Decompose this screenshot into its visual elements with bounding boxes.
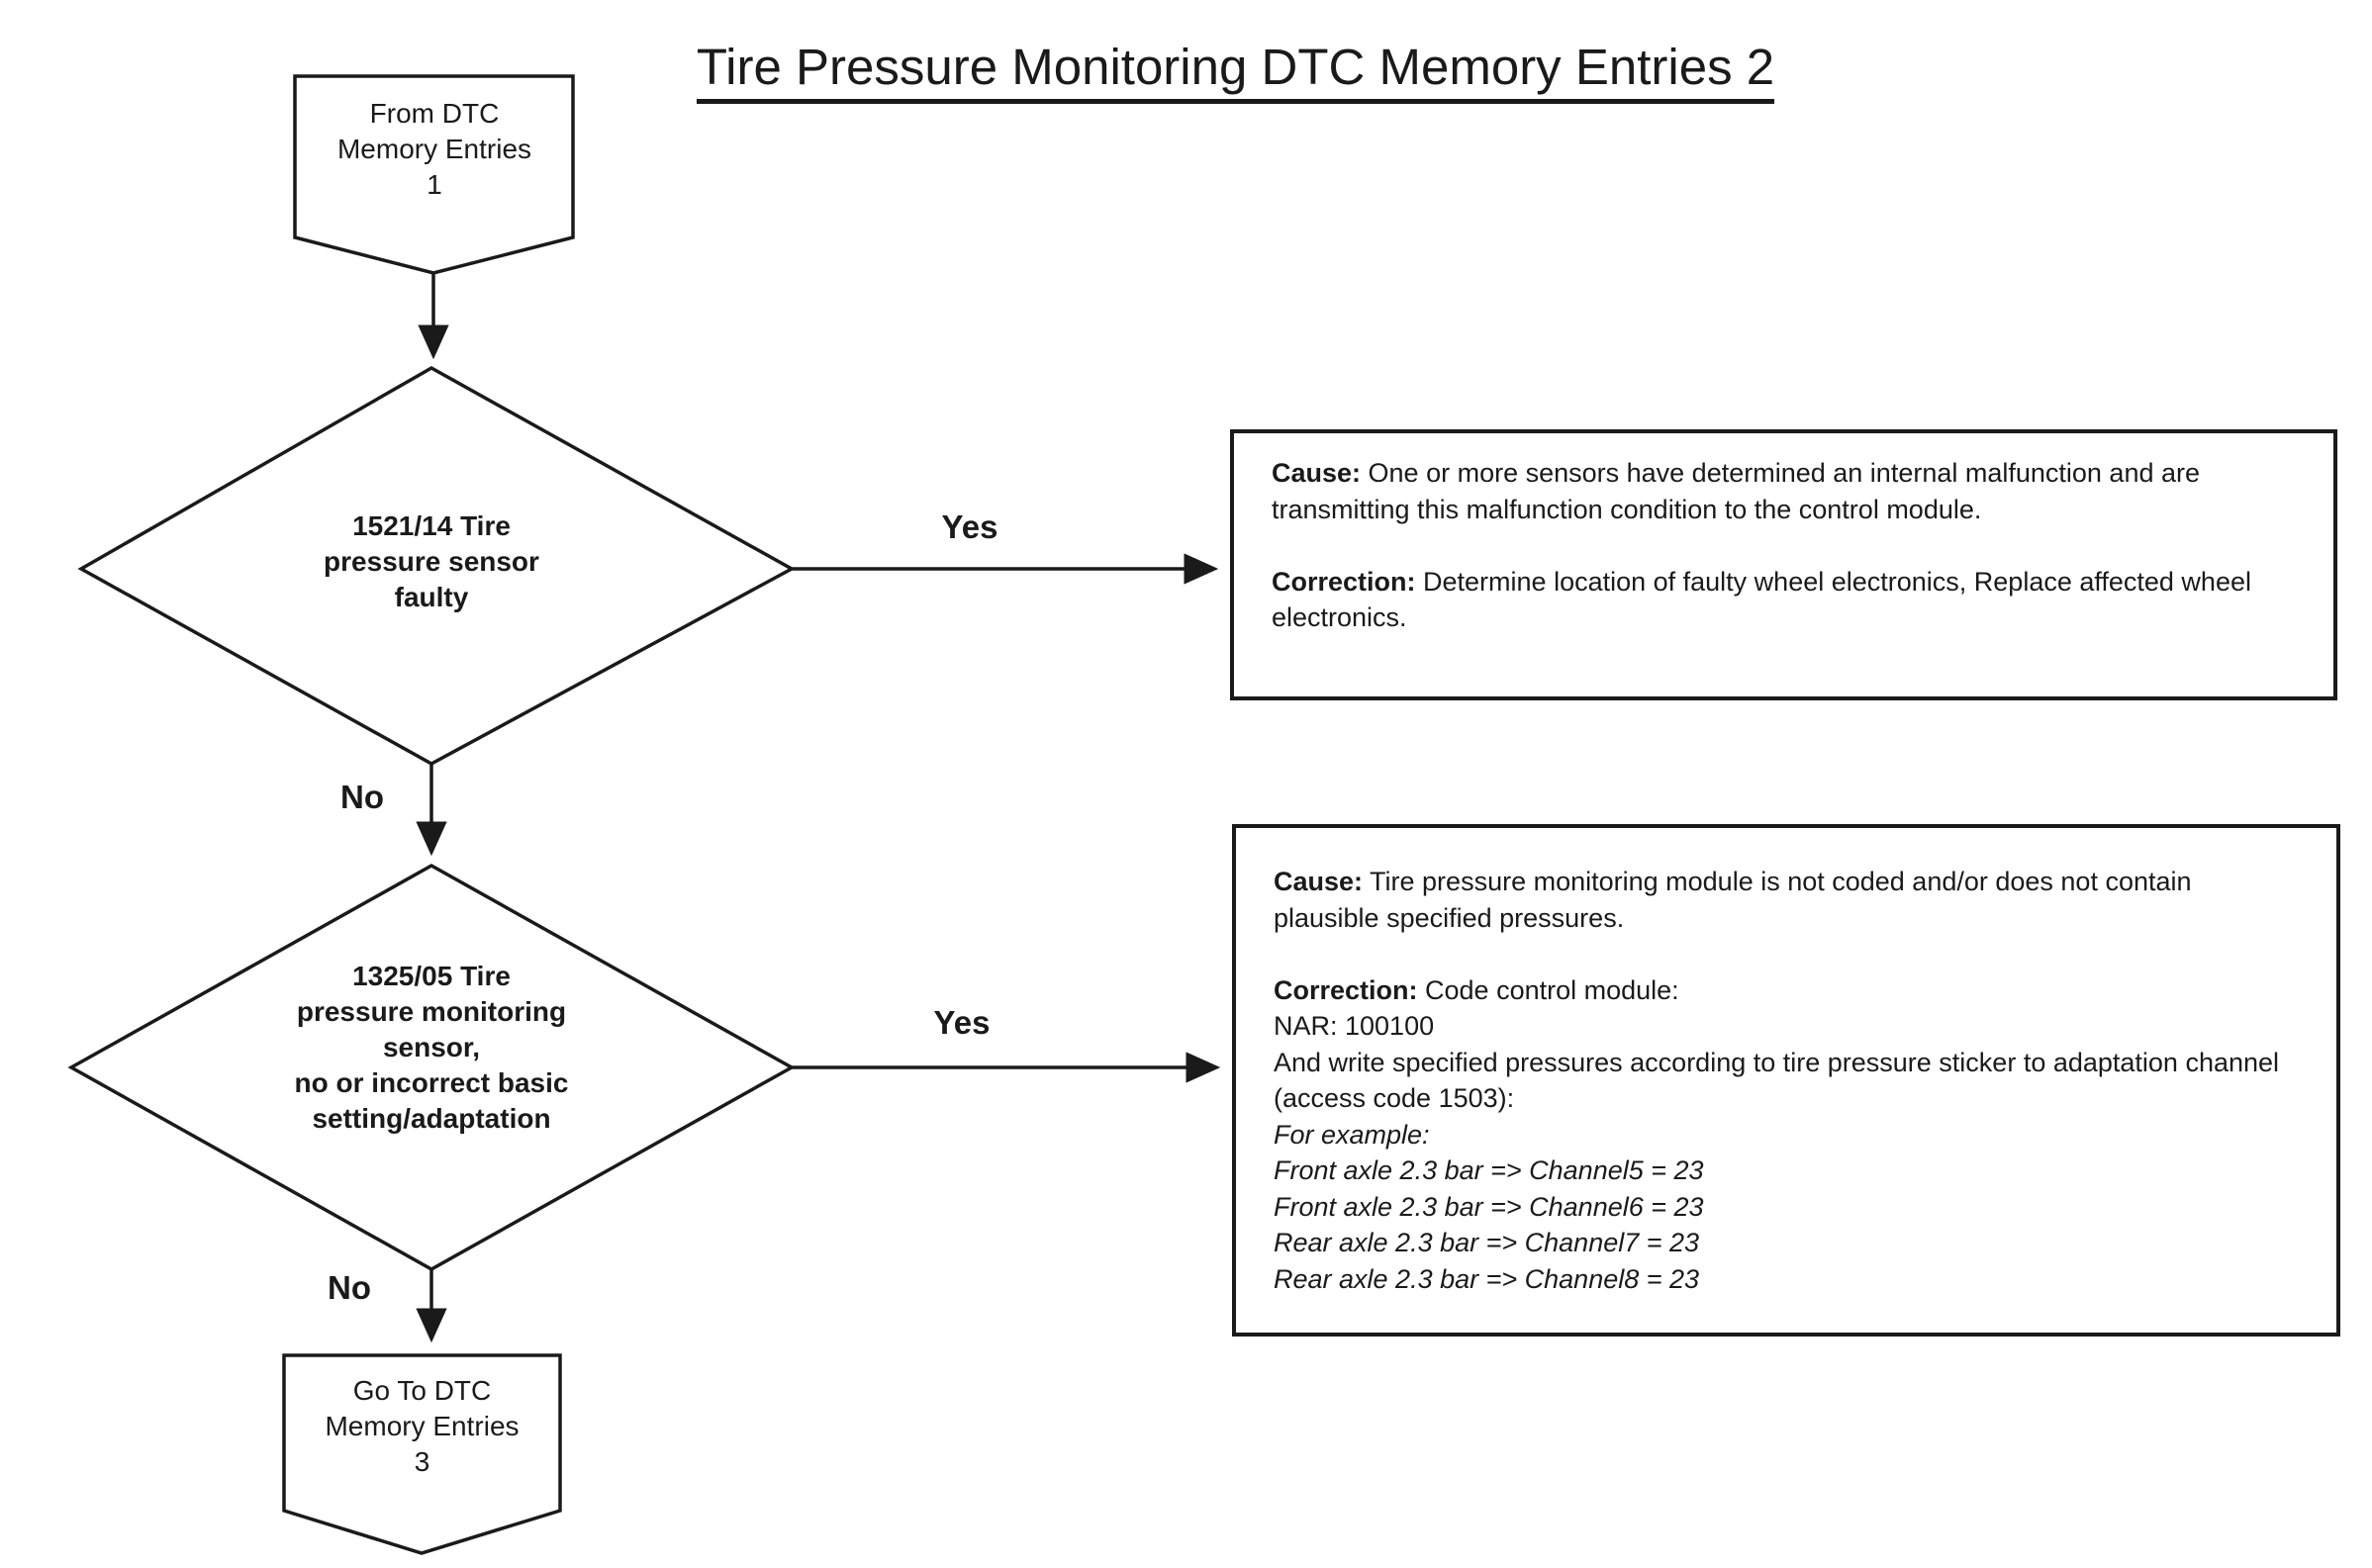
box1-correction-text: Determine location of faulty wheel elect…	[1272, 566, 2251, 633]
edge-label-no-2: No	[328, 1269, 371, 1306]
box2-correction-text: Code control module:	[1417, 974, 1679, 1005]
box2-example-line: Rear axle 2.3 bar => Channel7 = 23	[1274, 1228, 1700, 1257]
box2-write-line: And write specified pressures according …	[1274, 1047, 2280, 1114]
decision2-label: 1325/05 Tire pressure monitoring sensor,…	[294, 961, 569, 1134]
box1-cause-text: One or more sensors have determined an i…	[1272, 458, 2200, 524]
end-node-shape	[282, 1353, 562, 1555]
info-box1-content: Cause: One or more sensors have determin…	[1234, 433, 2333, 636]
box2-cause-label: Cause:	[1274, 867, 1364, 896]
box1-cause-label: Cause:	[1272, 458, 1362, 488]
box1-correction: Correction: Determine location of faulty…	[1272, 564, 2296, 636]
box2-cause-text: Tire pressure monitoring module is not c…	[1274, 867, 2192, 933]
start-node-label: From DTC Memory Entries 1	[336, 98, 532, 200]
box2-example-line: Front axle 2.3 bar => Channel6 = 23	[1274, 1191, 1704, 1222]
info-box-sensor-faulty: Cause: One or more sensors have determin…	[1230, 429, 2337, 700]
end-node-label: Go To DTC Memory Entries 3	[325, 1375, 520, 1477]
start-node-shape	[293, 74, 575, 275]
decision1-label: 1521/14 Tire pressure sensor faulty	[324, 510, 539, 612]
box1-correction-label: Correction:	[1272, 566, 1416, 597]
edge-label-yes-2: Yes	[933, 1004, 991, 1041]
box2-correction-label: Correction:	[1274, 974, 1418, 1005]
box1-cause: Cause: One or more sensors have determin…	[1272, 455, 2296, 527]
box2-nar-line: NAR: 100100	[1274, 1011, 1435, 1041]
info-box2-content: Cause: Tire pressure monitoring module i…	[1236, 828, 2336, 1297]
page-title: Tire Pressure Monitoring DTC Memory Entr…	[696, 40, 1775, 105]
info-box-basic-setting: Cause: Tire pressure monitoring module i…	[1232, 824, 2340, 1337]
box2-example-line: Rear axle 2.3 bar => Channel8 = 23	[1274, 1263, 1700, 1294]
box2-correction: Correction: Code control module:	[1274, 972, 2299, 1009]
box2-example-intro: For example:	[1274, 1119, 1430, 1150]
box2-example-line: Front axle 2.3 bar => Channel5 = 23	[1274, 1155, 1704, 1185]
edge-label-no-1: No	[340, 779, 384, 815]
edge-label-yes-1: Yes	[941, 508, 998, 545]
title-wrap: Tire Pressure Monitoring DTC Memory Entr…	[0, 6, 2372, 138]
box2-cause: Cause: Tire pressure monitoring module i…	[1274, 864, 2299, 936]
